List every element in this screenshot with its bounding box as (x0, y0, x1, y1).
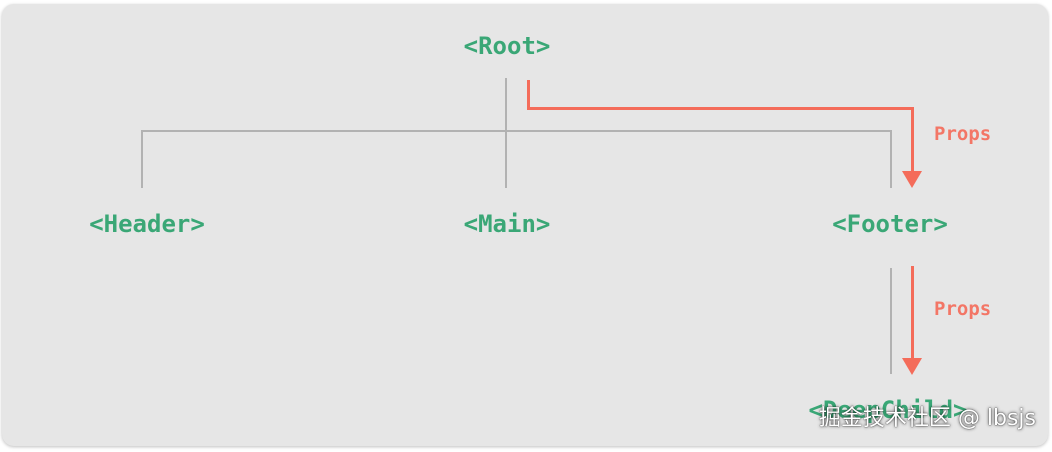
footer-to-deepchild-line (890, 268, 892, 374)
props-arrow-head-footer (902, 171, 922, 188)
node-footer: <Footer> (832, 210, 948, 238)
root-stem-line (505, 78, 507, 188)
node-root: <Root> (463, 32, 551, 60)
props-label-footer-deepchild: Props (934, 298, 992, 320)
node-deep-child: <DeepChild> (808, 396, 968, 424)
node-main: <Main> (463, 210, 551, 238)
props-arrow-footer-to-deepchild (911, 266, 914, 362)
props-arrow-root-to-footer-across (527, 107, 914, 110)
props-arrow-root-to-footer-down (527, 80, 530, 110)
header-branch-line (141, 130, 143, 188)
watermark-text: 掘金技术社区 @ lbsjs (818, 406, 1036, 431)
node-header: <Header> (89, 210, 205, 238)
props-label-root-footer: Props (934, 123, 992, 145)
props-arrow-root-to-footer-drop (911, 107, 914, 175)
children-bus-line (141, 130, 892, 132)
footer-branch-line (890, 130, 892, 188)
props-arrow-head-deepchild (902, 358, 922, 375)
component-tree-diagram: Props Props <Root> <Header> <Main> <Foot… (2, 4, 1048, 446)
